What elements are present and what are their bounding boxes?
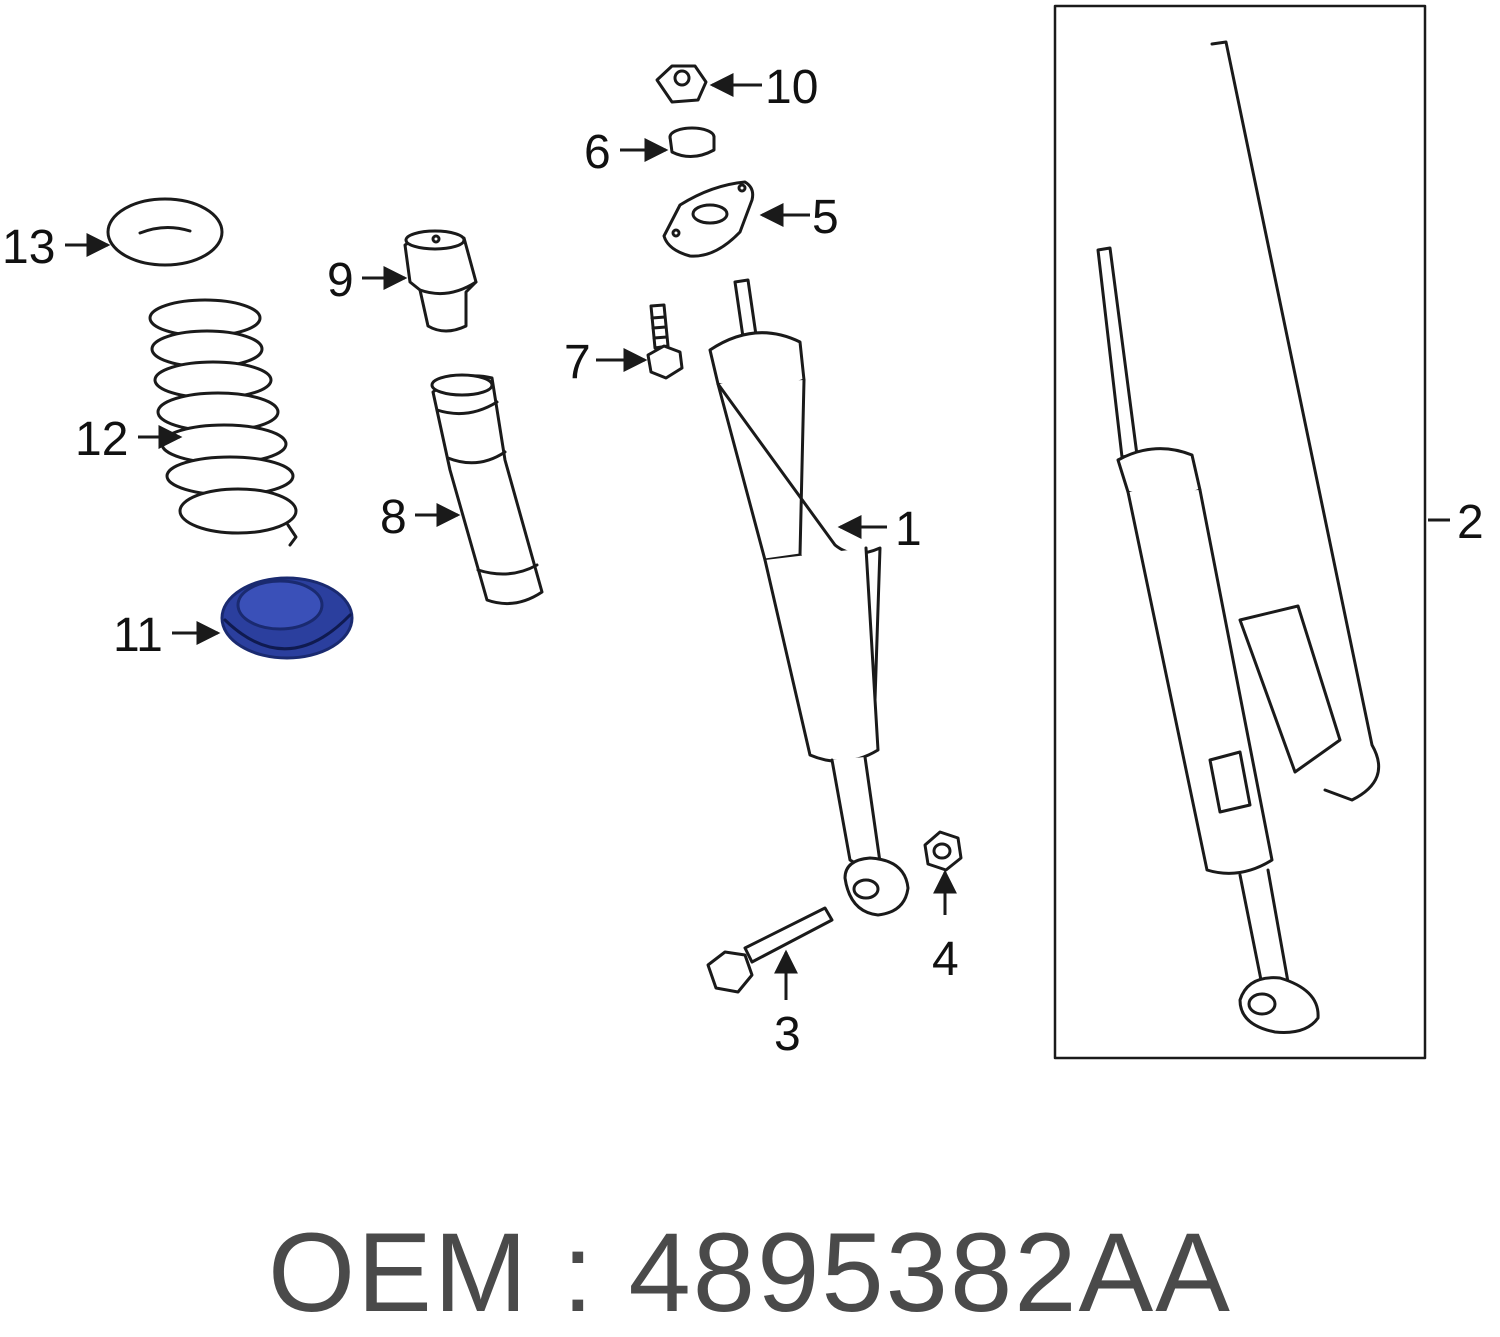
callout-6-label: 6 — [584, 126, 611, 179]
bolt-part-3 — [706, 906, 834, 994]
oem-part-number-caption: OEM : 4895382AA — [268, 1210, 1232, 1335]
part-2-frame — [1053, 4, 1427, 1060]
callout-13-label: 13 — [2, 221, 55, 274]
dust-boot-part-8 — [430, 373, 544, 606]
callout-10-label: 10 — [765, 61, 818, 114]
callout-3-label: 3 — [774, 1008, 801, 1061]
upper-mount-part-5 — [662, 180, 755, 258]
washer-part-6 — [668, 126, 716, 158]
nut-part-10 — [655, 64, 708, 104]
callout-2-label: 2 — [1457, 496, 1484, 549]
spring-insulator-part-13 — [106, 197, 224, 267]
shock-assembly-part-2 — [1096, 40, 1381, 1034]
callout-8-label: 8 — [380, 491, 407, 544]
bolt-part-7 — [646, 303, 684, 380]
jounce-bumper-part-9 — [403, 229, 478, 333]
callout-7-label: 7 — [564, 336, 591, 389]
callout-12-label: 12 — [75, 413, 128, 466]
parts-diagram: 10 6 5 13 9 7 12 8 1 2 11 4 3 — [2, 4, 1484, 1061]
nut-part-4 — [923, 830, 963, 872]
callout-11-label: 11 — [113, 609, 163, 662]
callout-5-label: 5 — [812, 191, 839, 244]
callout-9-label: 9 — [327, 254, 354, 307]
spring-seat-part-11-highlighted — [220, 576, 354, 660]
callout-4-label: 4 — [932, 933, 959, 986]
shock-absorber-part-1 — [708, 278, 910, 917]
coil-spring-part-12 — [148, 298, 298, 547]
callout-1-label: 1 — [895, 503, 922, 556]
